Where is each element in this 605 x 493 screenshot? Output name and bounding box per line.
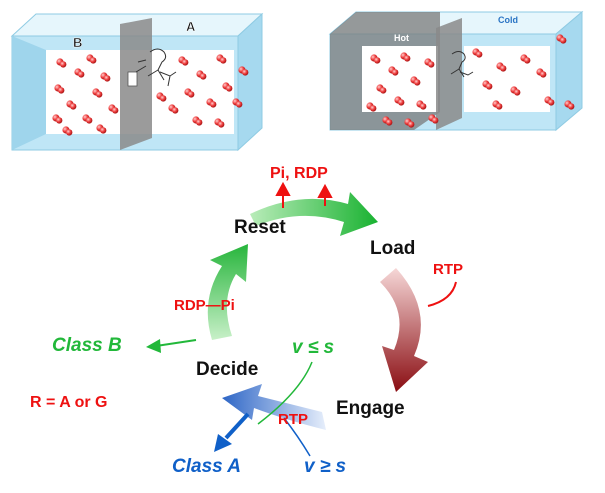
state-engage: Engage [336, 398, 405, 419]
pi-rdp-label: Pi, RDP [270, 165, 328, 182]
class-a-arrow [214, 412, 250, 452]
hot-cold-partition [436, 18, 462, 130]
label-hot: Hot [394, 33, 409, 43]
label-a: A [186, 19, 196, 34]
class-a-label: Class A [172, 456, 241, 477]
state-decide: Decide [196, 359, 258, 380]
class-b-arrow [146, 339, 197, 353]
trapdoor [127, 71, 138, 87]
label-cold: Cold [498, 15, 518, 25]
load-to-engage-arrow [380, 268, 428, 392]
left-chamber-box [10, 12, 264, 152]
demon-sketch [135, 48, 177, 87]
label-b: B [73, 35, 82, 50]
v-ge-s-line [283, 417, 311, 457]
state-reset: Reset [234, 217, 286, 238]
v-ge-s-label: v ≥ s [304, 456, 346, 477]
class-b-label: Class B [52, 335, 122, 356]
rtp-load-label: RTP [433, 261, 463, 278]
decide-to-reset-arrow [207, 244, 248, 340]
v-le-s-line [257, 361, 313, 425]
demon-sketch-right [450, 51, 474, 78]
v-le-s-label: v ≤ s [292, 337, 334, 358]
rdp-pi-label: RDP—Pi [174, 297, 235, 314]
engage-to-decide-arrow [222, 384, 326, 430]
rtp-decide-label: RTP [278, 411, 308, 428]
rtp-binding-curve [427, 281, 457, 307]
pi-rdp-release-arrows [275, 181, 333, 208]
right-chamber-box [328, 10, 584, 132]
state-load: Load [370, 238, 415, 259]
r-equals-label: R = A or G [30, 394, 108, 411]
